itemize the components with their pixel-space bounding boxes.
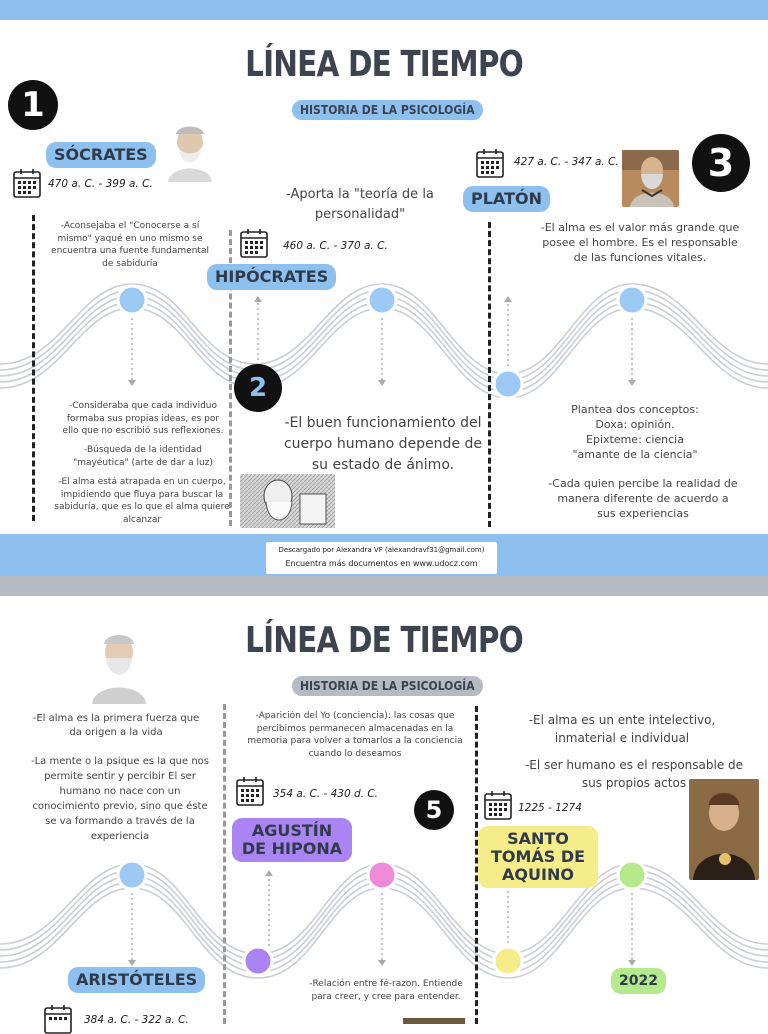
agustin-text-below: -Relación entre fé-razon. Entiende para … (309, 979, 463, 1002)
page-title: LÍNEA DE TIEMPO (245, 44, 524, 85)
page-subtitle: HISTORIA DE LA PSICOLOGÍA (292, 100, 483, 120)
tomas-date: 1225 - 1274 (518, 802, 582, 814)
hipocrates-text-above: -Aporta la "teoría de la personalidad" (286, 187, 434, 222)
calendar-icon (44, 1005, 72, 1034)
platon-text-below-4: "amante de la ciencia" (572, 448, 698, 461)
socrates-text-below-1: -Consideraba que cada individuo formaba … (62, 401, 224, 436)
tomas-text-1: -El alma es un ente intelectivo, inmater… (528, 713, 716, 745)
page-gap (0, 576, 768, 596)
socrates-date: 470 a. C. - 399 a. C. (48, 178, 153, 190)
timeline-dot (492, 368, 524, 400)
aristoteles-name: ARISTÓTELES (68, 967, 206, 993)
timeline-dot (366, 284, 398, 316)
tomas-name: SANTO TOMÁS DE AQUINO (478, 826, 598, 888)
socrates-text-above: -Aconsejaba el "Conocerse a sí mismo" ya… (51, 221, 209, 269)
timeline-wave (0, 283, 768, 400)
timeline-dot (492, 945, 524, 977)
tomas-text-2: -El ser humano es el responsable de sus … (524, 758, 744, 790)
page-title-2: LÍNEA DE TIEMPO (245, 620, 524, 661)
aristoteles-date: 384 a. C. - 322 a. C. (84, 1014, 189, 1026)
platon-text-above: -El alma es el valor más grande que pose… (540, 221, 740, 264)
timeline-dot (616, 860, 648, 891)
hipocrates-date: 460 a. C. - 370 a. C. (283, 240, 388, 252)
socrates-portrait (162, 120, 218, 182)
platon-text-below-5: -Cada quien percibe la realidad de maner… (548, 477, 738, 520)
number-badge-5: 5 (414, 790, 454, 830)
hipocrates-text-below: -El buen funcionamiento del cuerpo human… (283, 415, 483, 473)
platon-text-below-2: Doxa: opinión. (595, 418, 675, 431)
platon-name: PLATÓN (463, 186, 550, 212)
agustin-date: 354 a. C. - 430 d. C. (273, 788, 379, 800)
aristoteles-text-1: -El alma es la primera fuerza que da ori… (32, 713, 200, 738)
platon-text-below-1: Plantea dos conceptos: (571, 403, 699, 416)
timeline-divider (32, 215, 35, 521)
aristoteles-portrait (86, 628, 152, 704)
timeline-divider (223, 704, 226, 1024)
socrates-name: SÓCRATES (46, 142, 156, 168)
timeline-dot (242, 945, 274, 977)
aristoteles-text-2: -La mente o la psique es la que nos perm… (30, 756, 209, 842)
calendar-icon (484, 791, 512, 820)
timeline-dot (366, 860, 398, 891)
socrates-text-below-3: -El alma está atrapada en un cuerpo, imp… (54, 477, 230, 525)
number-badge-1: 1 (8, 80, 58, 130)
platon-text-below-3: Epixteme: ciencia (586, 433, 684, 446)
tomas-portrait (689, 779, 759, 880)
watermark-line-1: Descargado por Alexandra VF (alexandravf… (278, 546, 485, 554)
watermark-line-2: Encuentra más documentos en www.udocz.co… (285, 559, 478, 568)
timeline-dot (116, 860, 148, 891)
hipocrates-name: HIPÓCRATES (207, 264, 337, 290)
download-watermark: Descargado por Alexandra VF (alexandravf… (266, 542, 497, 574)
hipocrates-portrait (240, 474, 335, 528)
year-badge: 2022 (611, 968, 666, 994)
page-subtitle-2: HISTORIA DE LA PSICOLOGÍA (292, 676, 483, 696)
timeline-divider (488, 222, 491, 527)
platon-date: 427 a. C. - 347 a. C. (514, 156, 619, 168)
platon-portrait (622, 150, 679, 207)
timeline-divider (475, 706, 478, 1024)
number-badge-2: 2 (234, 364, 282, 412)
calendar-icon (240, 229, 268, 258)
calendar-icon (476, 149, 504, 178)
socrates-text-below-2: -Búsqueda de la identidad "mayéutica" (a… (73, 445, 213, 468)
top-bar (0, 0, 768, 20)
calendar-icon (13, 169, 41, 198)
calendar-icon (236, 777, 264, 806)
timeline-dot (616, 284, 648, 316)
agustin-portrait (403, 1018, 465, 1024)
agustin-name: AGUSTÍN DE HIPONA (232, 818, 352, 862)
timeline-dot (116, 284, 148, 316)
timeline-divider (229, 230, 232, 526)
number-badge-3: 3 (692, 134, 750, 192)
agustin-text-above: -Aparición del Yo (conciencia): las cosa… (247, 711, 463, 759)
timeline-wave-2 (0, 860, 768, 979)
